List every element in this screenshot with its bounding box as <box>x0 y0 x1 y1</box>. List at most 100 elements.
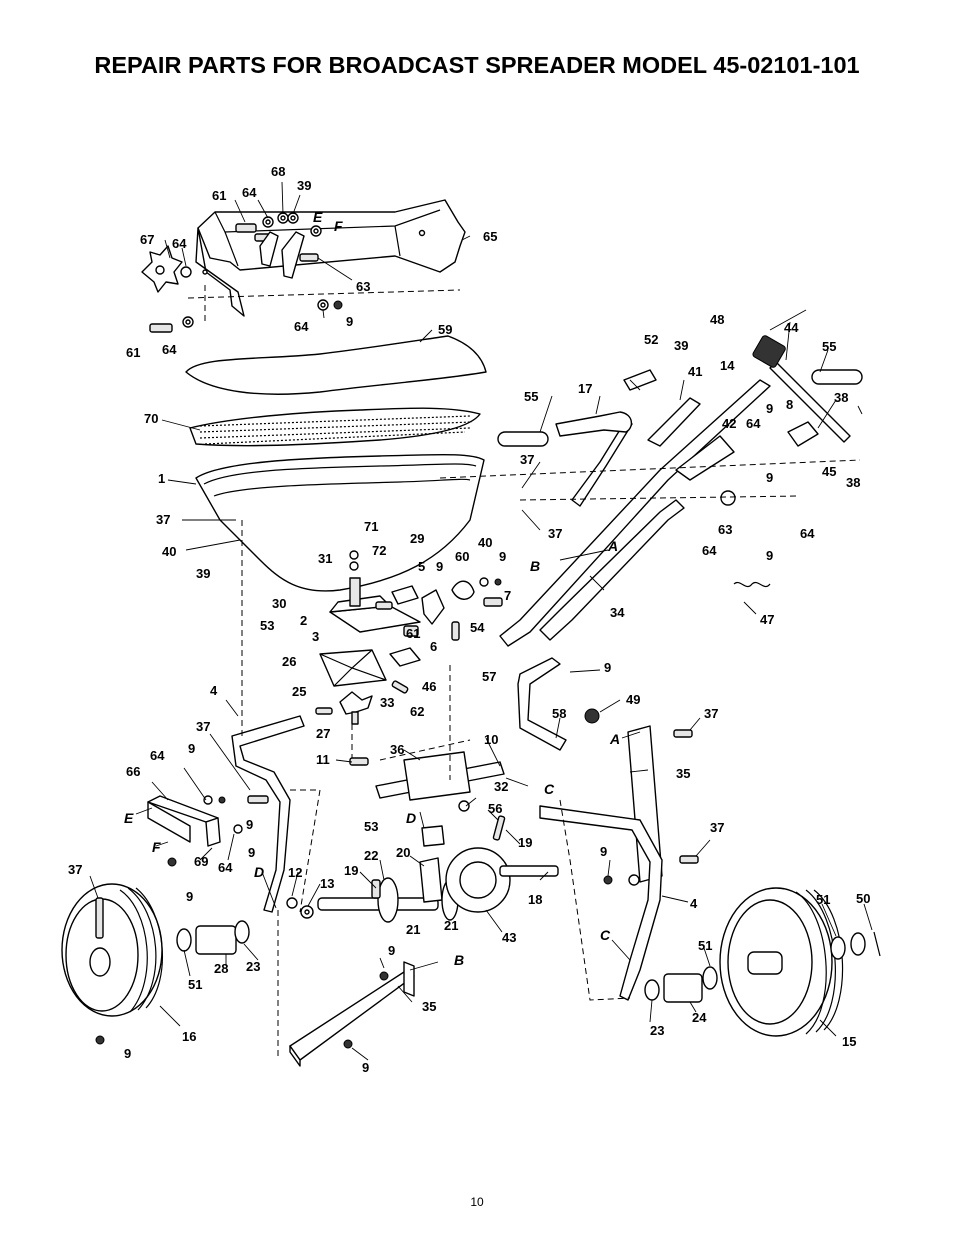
left-frame-tube <box>231 520 321 913</box>
right-frame <box>539 725 699 1001</box>
callout-21: 21 <box>406 922 420 937</box>
callout-35: 35 <box>422 999 436 1014</box>
diagram-artwork <box>61 181 881 1067</box>
callout-71: 71 <box>364 519 378 534</box>
lower-bracket <box>277 910 415 1067</box>
callout-43: 43 <box>502 930 516 945</box>
callout-64: 64 <box>162 342 177 357</box>
callout-1: 1 <box>158 471 165 486</box>
callout-6: 6 <box>430 639 437 654</box>
callout-61: 61 <box>126 345 140 360</box>
page-number: 10 <box>470 1195 484 1209</box>
callout-67: 67 <box>140 232 154 247</box>
callout-26: 26 <box>282 654 296 669</box>
callout-58: 58 <box>552 706 566 721</box>
callout-38: 38 <box>846 475 860 490</box>
cover-hardware <box>141 212 343 333</box>
callout-37: 37 <box>68 862 82 877</box>
callout-59: 59 <box>438 322 452 337</box>
callout-61: 61 <box>406 626 420 641</box>
callout-69: 69 <box>194 854 208 869</box>
callout-44: 44 <box>784 320 799 335</box>
callout-57: 57 <box>482 669 496 684</box>
callout-5: 5 <box>418 559 425 574</box>
dashed-assembly-lines <box>187 289 861 780</box>
callout-55: 55 <box>822 339 836 354</box>
callout-37: 37 <box>710 820 724 835</box>
callout-37: 37 <box>548 526 562 541</box>
callout-12: 12 <box>288 865 302 880</box>
callout-letter-A: A <box>609 731 620 747</box>
callout-letter-A: A <box>607 538 618 554</box>
callout-14: 14 <box>720 358 735 373</box>
callout-9: 9 <box>604 660 611 675</box>
handle-assembly <box>497 335 863 724</box>
callout-64: 64 <box>800 526 815 541</box>
bracket-66 <box>147 795 269 867</box>
callout-2: 2 <box>300 613 307 628</box>
callout-64: 64 <box>242 185 257 200</box>
callout-3: 3 <box>312 629 319 644</box>
gate-assembly <box>329 550 503 667</box>
callout-66: 66 <box>126 764 140 779</box>
callout-46: 46 <box>422 679 436 694</box>
callout-25: 25 <box>292 684 306 699</box>
callout-37: 37 <box>156 512 170 527</box>
callout-21: 21 <box>444 918 458 933</box>
callout-39: 39 <box>196 566 210 581</box>
callout-4: 4 <box>690 896 698 911</box>
callout-9: 9 <box>436 559 443 574</box>
callout-9: 9 <box>766 548 773 563</box>
spinner <box>315 649 409 760</box>
callout-56: 56 <box>488 801 502 816</box>
page-title: REPAIR PARTS FOR BROADCAST SPREADER MODE… <box>94 52 860 78</box>
hopper-cover <box>185 335 487 395</box>
callout-35: 35 <box>676 766 690 781</box>
callout-65: 65 <box>483 229 497 244</box>
callout-63: 63 <box>718 522 732 537</box>
callout-50: 50 <box>856 891 870 906</box>
callout-72: 72 <box>372 543 386 558</box>
callout-letter-C: C <box>544 781 555 797</box>
callout-letter-E: E <box>124 810 134 826</box>
callout-32: 32 <box>494 779 508 794</box>
callout-41: 41 <box>688 364 702 379</box>
callout-4: 4 <box>210 683 218 698</box>
callout-9: 9 <box>186 889 193 904</box>
callout-9: 9 <box>600 844 607 859</box>
callout-9: 9 <box>766 401 773 416</box>
callout-63: 63 <box>356 279 370 294</box>
hopper <box>195 453 485 592</box>
callout-19: 19 <box>344 863 358 878</box>
left-wheel <box>61 883 250 1045</box>
callout-34: 34 <box>610 605 625 620</box>
hopper-cover-frame <box>195 199 466 317</box>
callout-40: 40 <box>478 535 492 550</box>
callout-9: 9 <box>362 1060 369 1075</box>
callout-19: 19 <box>518 835 532 850</box>
callout-37: 37 <box>704 706 718 721</box>
callout-9: 9 <box>766 470 773 485</box>
callout-23: 23 <box>650 1023 664 1038</box>
callout-letter-D: D <box>254 864 264 880</box>
callout-11: 11 <box>316 752 330 767</box>
lower-frame <box>349 657 567 847</box>
callout-64: 64 <box>746 416 761 431</box>
callout-letter-E: E <box>313 209 323 225</box>
callout-18: 18 <box>528 892 542 907</box>
callout-letter-B: B <box>530 558 540 574</box>
callout-20: 20 <box>396 845 410 860</box>
callout-51: 51 <box>188 977 202 992</box>
callout-13: 13 <box>320 876 334 891</box>
callout-9: 9 <box>346 314 353 329</box>
callout-53: 53 <box>260 618 274 633</box>
callout-64: 64 <box>150 748 165 763</box>
callout-letter-B: B <box>454 952 464 968</box>
callout-36: 36 <box>390 742 404 757</box>
callout-16: 16 <box>182 1029 196 1044</box>
callout-9: 9 <box>499 549 506 564</box>
callout-37: 37 <box>520 452 534 467</box>
callout-28: 28 <box>214 961 228 976</box>
callout-55: 55 <box>524 389 538 404</box>
